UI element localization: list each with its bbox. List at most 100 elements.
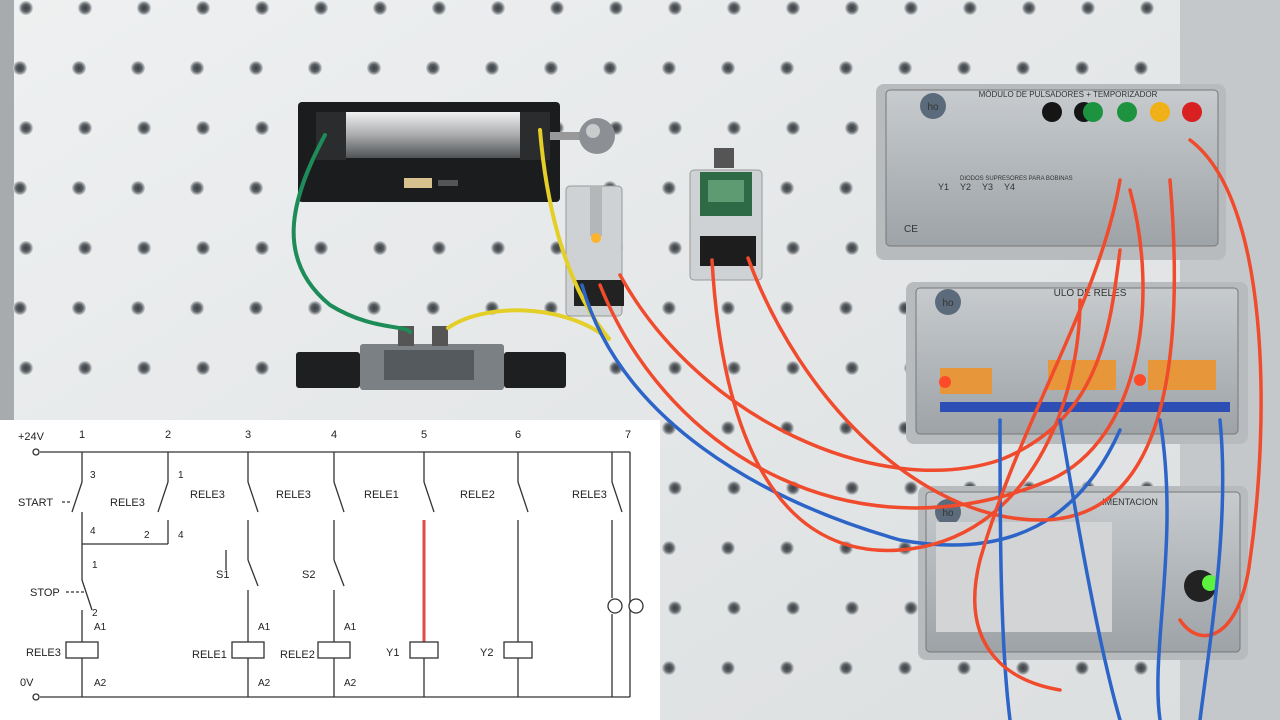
col4-contact-label: RELE3 [276,489,311,501]
panel-hole [72,61,86,75]
panel-hole [308,61,322,75]
panel-hole [839,661,853,675]
relay-module-logo: ho [942,298,954,309]
rung-3 [225,452,265,697]
panel-hole [13,61,27,75]
col5-contact-label: RELE1 [364,489,399,501]
panel-hole [491,1,505,15]
panel-hole [544,61,558,75]
panel-hole [426,301,440,315]
coil-rele1-a2: A2 [258,678,271,689]
panel-hole [662,661,676,675]
panel-hole [131,181,145,195]
panel-hole [845,481,859,495]
panel-hole [78,1,92,15]
panel-hole [839,181,853,195]
panel-hole [780,61,794,75]
panel-hole [190,181,204,195]
panel-hole [721,421,735,435]
panel-hole [190,301,204,315]
supply-positive-label: +24V [18,431,45,443]
panel-hole [131,61,145,75]
panel-hole [721,301,735,315]
start-label: START [18,497,53,509]
panel-hole [904,481,918,495]
panel-hole [249,181,263,195]
panel-hole [957,61,971,75]
rung-1 [62,452,169,697]
panel-hole [13,181,27,195]
panel-hole [668,1,682,15]
coil-rele1-label: RELE1 [192,649,227,661]
panel-hole [839,301,853,315]
panel-hole [727,361,741,375]
panel-hole [137,241,151,255]
panel-hole [249,61,263,75]
panel-hole [1075,661,1089,675]
panel-hole [721,61,735,75]
panel-hole [308,301,322,315]
module-y-label: Y1 [938,182,949,192]
panel-hole [367,61,381,75]
panel-hole [19,1,33,15]
electrical-cables [580,138,1263,720]
panel-hole [1140,1,1154,15]
panel-hole [314,241,328,255]
panel-hole [367,301,381,315]
panel-hole [1016,661,1030,675]
stop-pin-2: 2 [92,608,98,619]
panel-hole [780,661,794,675]
panel-hole [904,1,918,15]
panel-hole [249,301,263,315]
panel-hole [780,541,794,555]
panel-hole [196,121,210,135]
s2-label: S2 [302,569,315,581]
panel-hole [786,361,800,375]
psu-title: IMENTACION [1102,497,1158,507]
coil-rele2-a2: A2 [344,678,357,689]
panel-hole [662,301,676,315]
panel-hole [255,361,269,375]
rele3-col2-pin-4: 4 [178,530,184,541]
panel-hole [662,541,676,555]
coil-rele3-a1: A1 [94,622,107,633]
panel-hole [190,61,204,75]
panel-hole [845,361,859,375]
panel-hole [786,121,800,135]
panel-hole [19,241,33,255]
ce-mark: CE [904,224,918,235]
panel-hole [1081,1,1095,15]
panel-hole [845,1,859,15]
pushbutton-module-title: MÓDULO DE PULSADORES + TEMPORIZADOR [979,90,1158,99]
rung-7 [607,452,644,697]
proximity-sensor [565,185,624,317]
column-number: 2 [165,429,171,441]
relay-module-title: ULO DE RELES [1054,288,1127,299]
pneumatic-cylinder [298,102,615,202]
panel-hole [196,1,210,15]
panel-hole [432,241,446,255]
panel-hole [137,1,151,15]
panel-hole [963,1,977,15]
column-number: 6 [515,429,521,441]
module-y-label: Y2 [960,182,971,192]
panel-hole [668,121,682,135]
panel-hole [13,301,27,315]
stop-pin-1: 1 [92,560,98,571]
panel-hole [727,121,741,135]
schematic-rails [32,448,631,701]
rele3-col2-pin-1: 1 [178,470,184,481]
column-number: 5 [421,429,427,441]
module-logo: ho [927,102,939,113]
panel-hole [1134,661,1148,675]
panel-hole [1075,61,1089,75]
panel-hole [668,601,682,615]
panel-hole [137,121,151,135]
col7-contact-label: RELE3 [572,489,607,501]
panel-hole [78,121,92,135]
panel-hole [550,1,564,15]
panel-hole [373,241,387,255]
panel-hole [1016,61,1030,75]
column-number: 3 [245,429,251,441]
